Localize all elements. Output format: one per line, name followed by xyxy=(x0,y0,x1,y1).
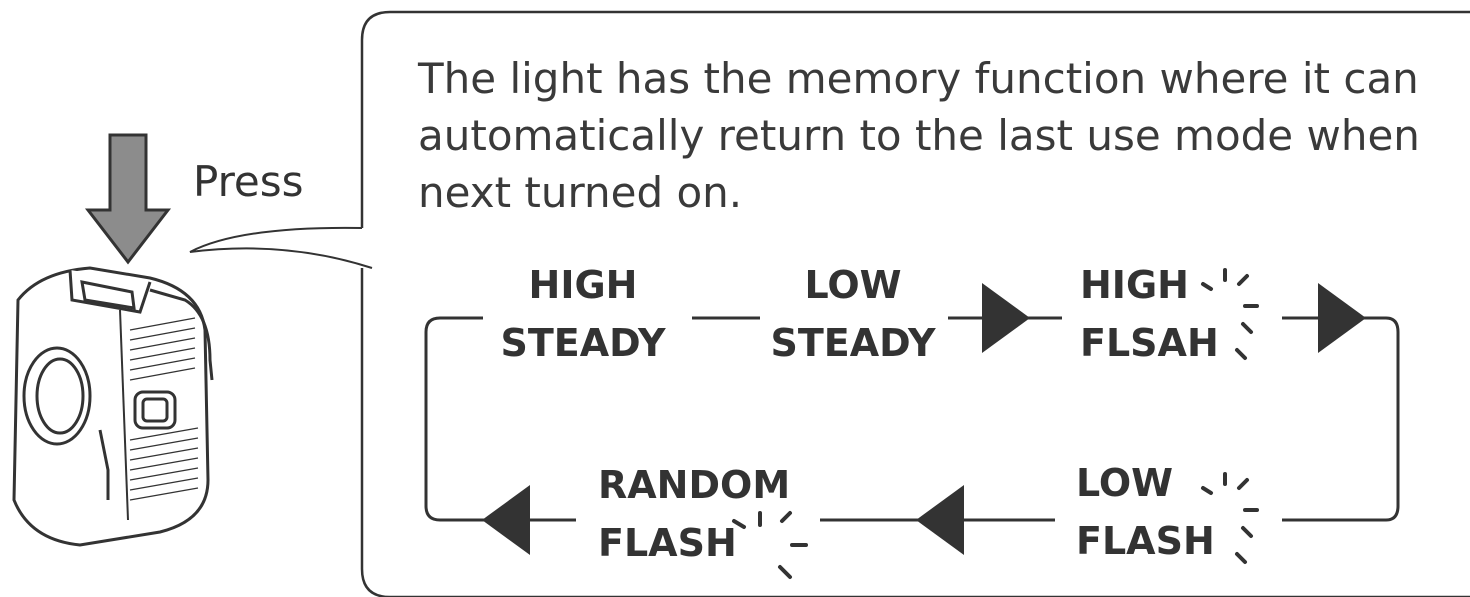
mode-low-flash: LOW FLASH xyxy=(1076,454,1215,570)
mode-cycle-connectors xyxy=(424,316,1400,522)
arrowhead-right-2 xyxy=(1318,283,1366,353)
mode-low-steady: LOW STEADY xyxy=(760,256,946,372)
mode-line-1: RANDOM xyxy=(598,463,791,507)
mode-high-steady: HIGH STEADY xyxy=(490,256,676,372)
mode-high-flash: HIGH FLSAH xyxy=(1080,256,1219,372)
description-line: next turned on. xyxy=(418,168,743,217)
mode-line-2: FLSAH xyxy=(1080,321,1219,365)
flash-sparkle-icon xyxy=(1201,472,1259,564)
arrowhead-left-1 xyxy=(916,485,964,555)
mode-cycle-arrowheads xyxy=(482,283,1366,555)
mode-line-1: HIGH xyxy=(528,263,638,307)
flashlight-device-icon xyxy=(12,266,214,547)
press-label: Press xyxy=(193,157,304,206)
description-line: The light has the memory function where … xyxy=(418,54,1419,103)
arrowhead-right-1 xyxy=(982,283,1030,353)
flash-sparkle-icon xyxy=(732,511,808,579)
mode-line-2: FLASH xyxy=(598,521,737,565)
flash-sparkle-icon xyxy=(1201,268,1259,360)
arrowhead-left-2 xyxy=(482,485,530,555)
connector-left-loop xyxy=(424,316,496,522)
mode-line-1: LOW xyxy=(804,263,902,307)
mode-line-1: HIGH xyxy=(1080,263,1189,307)
mode-line-2: STEADY xyxy=(500,321,666,365)
description-line: automatically return to the last use mod… xyxy=(418,111,1420,160)
mode-line-2: STEADY xyxy=(770,321,936,365)
mode-line-1: LOW xyxy=(1076,461,1174,505)
connector-right-loop xyxy=(1282,316,1400,522)
mode-random-flash: RANDOM FLASH xyxy=(598,456,790,572)
memory-function-description: The light has the memory function where … xyxy=(418,50,1458,221)
mode-line-2: FLASH xyxy=(1076,519,1215,563)
speech-bubble-tail xyxy=(189,226,373,269)
press-arrow-icon xyxy=(84,133,172,265)
